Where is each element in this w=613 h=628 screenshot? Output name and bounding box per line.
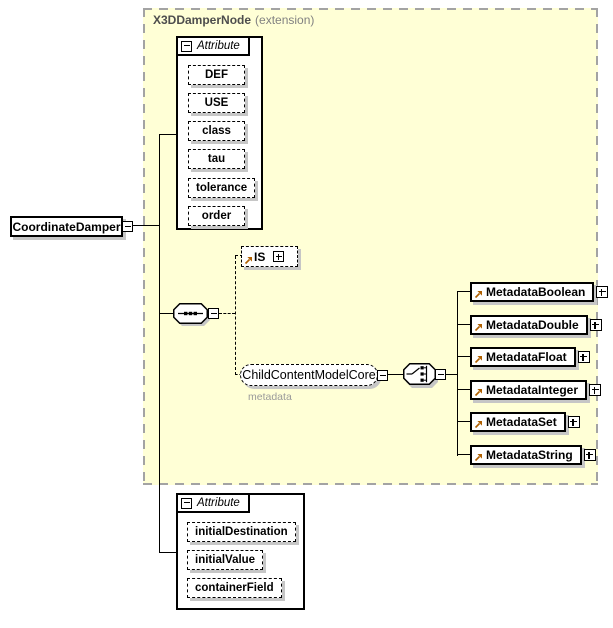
- element-metadatastring-label: MetadataString: [486, 448, 573, 462]
- element-metadataset-label: MetadataSet: [486, 415, 557, 429]
- connector-branch: [457, 291, 459, 456]
- attribute-initialdestination-label: initialDestination: [195, 526, 288, 538]
- attribute-group-top-header: Attribute: [176, 36, 250, 56]
- attribute-order-label: order: [201, 210, 232, 222]
- reference-arrow-icon: [474, 291, 482, 299]
- attribute-tau-label: tau: [207, 153, 226, 165]
- metadata-row: MetadataFloat: [470, 347, 590, 367]
- attribute-group-bottom-label: Attribute: [197, 497, 240, 509]
- group-childcontentmodelcore-label: ChildContentModelCore: [242, 368, 376, 382]
- connector-line-dashed: [219, 313, 235, 314]
- metadata-row: MetadataSet: [470, 412, 580, 432]
- expand-icon[interactable]: [273, 251, 285, 262]
- attribute-initialvalue-label: initialValue: [195, 554, 256, 566]
- metadata-row: MetadataBoolean: [470, 282, 609, 302]
- element-metadataboolean[interactable]: MetadataBoolean: [470, 282, 595, 302]
- attribute-group-bottom-header: Attribute: [176, 493, 250, 513]
- element-metadataboolean-label: MetadataBoolean: [486, 285, 586, 299]
- metadata-row: MetadataInteger: [470, 380, 602, 400]
- attribute-def[interactable]: DEF: [188, 65, 245, 85]
- connector-line: [457, 324, 470, 326]
- attribute-tolerance-label: tolerance: [196, 182, 248, 194]
- attribute-def-label: DEF: [205, 69, 228, 81]
- group-childcontentmodelcore[interactable]: ChildContentModelCore: [240, 364, 378, 386]
- expand-icon[interactable]: [589, 319, 602, 331]
- element-metadatadouble[interactable]: MetadataDouble: [470, 315, 588, 335]
- connector-line: [159, 552, 177, 554]
- element-coordinatedamper[interactable]: CoordinateDamper: [10, 216, 123, 237]
- connector-line: [388, 374, 404, 376]
- expand-icon[interactable]: [583, 449, 596, 461]
- connector-line: [457, 356, 470, 358]
- reference-arrow-icon: [474, 454, 482, 462]
- attribute-initialdestination[interactable]: initialDestination: [187, 522, 296, 542]
- connector-line: [446, 374, 458, 376]
- element-is-label: IS: [254, 249, 266, 264]
- element-metadatafloat-label: MetadataFloat: [486, 350, 567, 364]
- element-metadatainteger-label: MetadataInteger: [486, 383, 579, 397]
- expand-icon[interactable]: [567, 416, 580, 428]
- connector-line: [457, 291, 470, 293]
- collapse-icon[interactable]: [435, 369, 446, 380]
- attribute-containerfield-label: containerField: [195, 582, 274, 594]
- reference-arrow-icon: [244, 257, 252, 265]
- attribute-group-top-label: Attribute: [197, 40, 240, 52]
- collapse-icon[interactable]: [181, 497, 192, 509]
- connector-line: [159, 313, 175, 315]
- collapse-icon[interactable]: [208, 308, 219, 319]
- extension-region-qualifier: (extension): [255, 13, 315, 27]
- element-metadatafloat[interactable]: MetadataFloat: [470, 347, 576, 367]
- connector-line-dashed: [235, 255, 243, 256]
- collapse-icon[interactable]: [377, 370, 388, 381]
- element-metadatadouble-label: MetadataDouble: [486, 318, 579, 332]
- reference-arrow-icon: [474, 389, 482, 397]
- attribute-initialvalue[interactable]: initialValue: [187, 550, 264, 570]
- attribute-use-label: USE: [204, 97, 229, 109]
- choice-compositor-icon[interactable]: [403, 363, 441, 392]
- element-is[interactable]: IS: [241, 246, 298, 267]
- extension-region-border-left: [143, 8, 145, 485]
- extension-region-name: X3DDamperNode: [153, 13, 252, 27]
- connector-line: [457, 389, 470, 391]
- attribute-order[interactable]: order: [188, 206, 245, 226]
- element-metadatastring[interactable]: MetadataString: [470, 445, 582, 465]
- element-metadatainteger[interactable]: MetadataInteger: [470, 380, 588, 400]
- connector-trunk: [159, 134, 161, 553]
- collapse-icon[interactable]: [122, 221, 133, 232]
- extension-region-title: X3DDamperNode(extension): [153, 13, 314, 27]
- reference-arrow-icon: [474, 356, 482, 364]
- sequence-compositor-icon[interactable]: [173, 303, 213, 330]
- expand-icon[interactable]: [577, 351, 590, 363]
- connector-line: [457, 454, 470, 456]
- metadata-row: MetadataDouble: [470, 315, 602, 335]
- extension-region-border-right: [596, 8, 598, 485]
- connector-line-dashed: [235, 374, 242, 375]
- attribute-containerfield[interactable]: containerField: [187, 578, 282, 598]
- metadata-row: MetadataString: [470, 445, 596, 465]
- attribute-tau[interactable]: tau: [188, 149, 245, 169]
- reference-arrow-icon: [474, 324, 482, 332]
- element-coordinatedamper-label: CoordinateDamper: [12, 219, 121, 234]
- collapse-icon[interactable]: [181, 40, 192, 52]
- expand-icon[interactable]: [596, 286, 609, 298]
- expand-icon[interactable]: [589, 384, 602, 396]
- metadata-annotation: metadata: [248, 391, 292, 403]
- attribute-class-label: class: [202, 125, 231, 137]
- connector-line: [159, 134, 177, 136]
- element-metadataset[interactable]: MetadataSet: [470, 412, 566, 432]
- attribute-use[interactable]: USE: [188, 93, 245, 113]
- attribute-class[interactable]: class: [188, 121, 245, 141]
- connector-line: [457, 421, 470, 423]
- reference-arrow-icon: [474, 421, 482, 429]
- connector-line-dashed: [235, 256, 236, 375]
- extension-region-border-top: [143, 8, 598, 10]
- attribute-tolerance[interactable]: tolerance: [188, 178, 256, 198]
- extension-region-border-bottom: [143, 483, 598, 485]
- connector-line: [133, 225, 160, 227]
